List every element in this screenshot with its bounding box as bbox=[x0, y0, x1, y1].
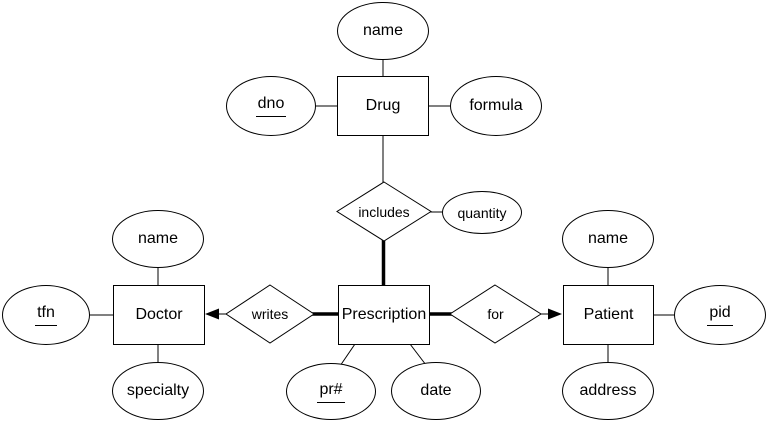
relationship-writes-diamond bbox=[225, 284, 315, 344]
entity-prescription: Prescription bbox=[338, 285, 430, 345]
relationship-includes-diamond bbox=[336, 181, 432, 242]
entity-doctor-label: Doctor bbox=[135, 306, 183, 323]
attribute-patient-name-label: name bbox=[587, 230, 629, 247]
attribute-drug-name: name bbox=[337, 2, 429, 60]
attribute-dno-label: dno bbox=[255, 95, 287, 117]
attribute-formula-label: formula bbox=[469, 97, 523, 114]
entity-patient: Patient bbox=[563, 285, 654, 345]
attribute-drug-name-label: name bbox=[362, 22, 404, 39]
attribute-specialty: specialty bbox=[112, 362, 204, 420]
entity-drug-label: Drug bbox=[365, 97, 401, 114]
entity-doctor: Doctor bbox=[113, 285, 205, 345]
relationship-for-diamond bbox=[449, 284, 542, 344]
arrowhead-for-to-patient bbox=[548, 308, 562, 320]
attribute-address: address bbox=[562, 362, 654, 420]
attribute-pid: pid bbox=[674, 285, 766, 345]
attribute-patient-name: name bbox=[562, 210, 654, 268]
attribute-quantity-label: quantity bbox=[457, 204, 507, 221]
connector-prescription-date bbox=[409, 343, 427, 366]
attribute-tfn: tfn bbox=[2, 285, 90, 345]
attribute-pid-label: pid bbox=[707, 304, 733, 326]
attribute-dno: dno bbox=[226, 76, 316, 136]
attribute-specialty-label: specialty bbox=[126, 382, 190, 399]
attribute-quantity: quantity bbox=[442, 191, 522, 234]
entity-patient-label: Patient bbox=[583, 306, 634, 323]
entity-drug: Drug bbox=[337, 76, 429, 136]
connector-prescription-prnumber bbox=[339, 343, 356, 367]
attribute-pr-number: pr# bbox=[286, 363, 376, 420]
entity-prescription-label: Prescription bbox=[341, 306, 427, 323]
attribute-pr-number-label: pr# bbox=[317, 381, 345, 403]
attribute-address-label: address bbox=[579, 382, 637, 399]
arrowhead-writes-to-doctor bbox=[205, 308, 219, 320]
attribute-date-label: date bbox=[420, 382, 452, 399]
attribute-formula: formula bbox=[450, 76, 542, 136]
attribute-doctor-name: name bbox=[112, 210, 204, 268]
attribute-tfn-label: tfn bbox=[35, 304, 57, 326]
attribute-date: date bbox=[391, 362, 481, 420]
attribute-doctor-name-label: name bbox=[137, 230, 179, 247]
